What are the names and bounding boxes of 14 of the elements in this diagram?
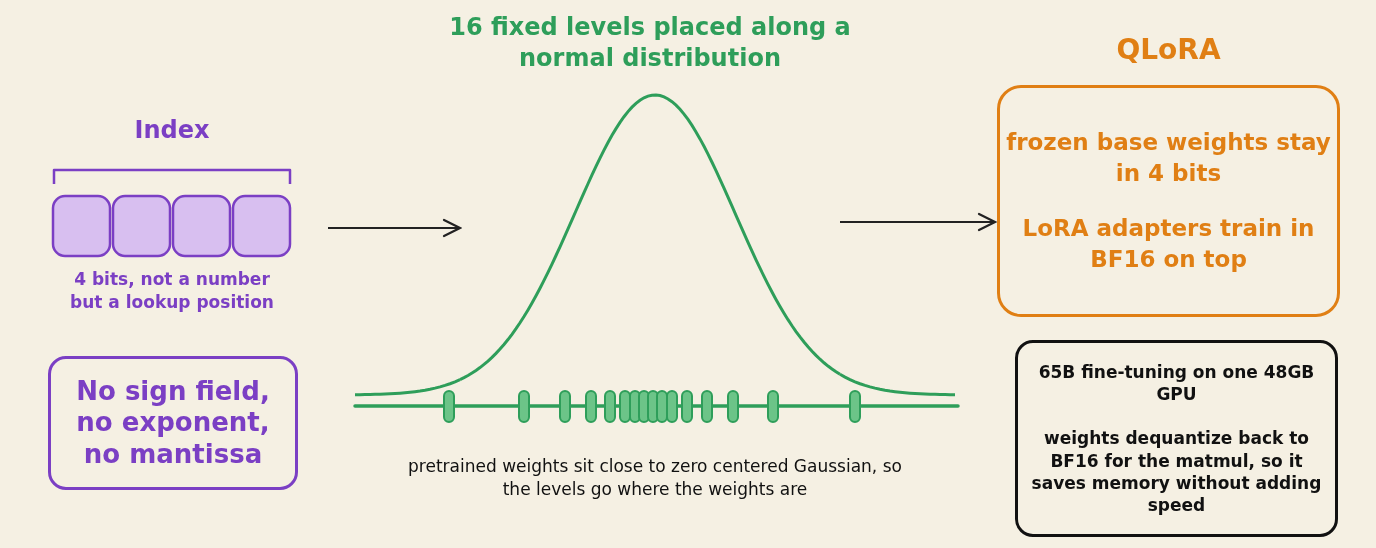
arrow: [328, 218, 462, 238]
panel-text: LoRA adapters train in BF16 on top: [1021, 214, 1316, 275]
heading: Index: [133, 116, 211, 144]
note-text: No sign field, no exponent, no mantissa: [75, 376, 271, 470]
note-box: [1015, 340, 1338, 537]
chart-title: 16 fixed levels placed along a normal distribution: [448, 12, 852, 75]
bits-description: 4 bits, not a number but a lookup position: [69, 268, 275, 314]
note-text: 65B fine-tuning on one 48GB GPU: [1037, 361, 1316, 406]
panel-heading: QLoRA: [1115, 32, 1222, 68]
note-text: pretrained weights sit close to zero centered Gaussian, so the levels go where the weights are: [407, 455, 903, 501]
note-box: [48, 356, 298, 490]
panel-text: frozen base weights stay in 4 bits: [1005, 127, 1332, 188]
note-text: weights dequantize back to BF16 for the matmul, so it saves memory without adding speed: [1030, 427, 1323, 516]
arrow: [840, 212, 997, 232]
